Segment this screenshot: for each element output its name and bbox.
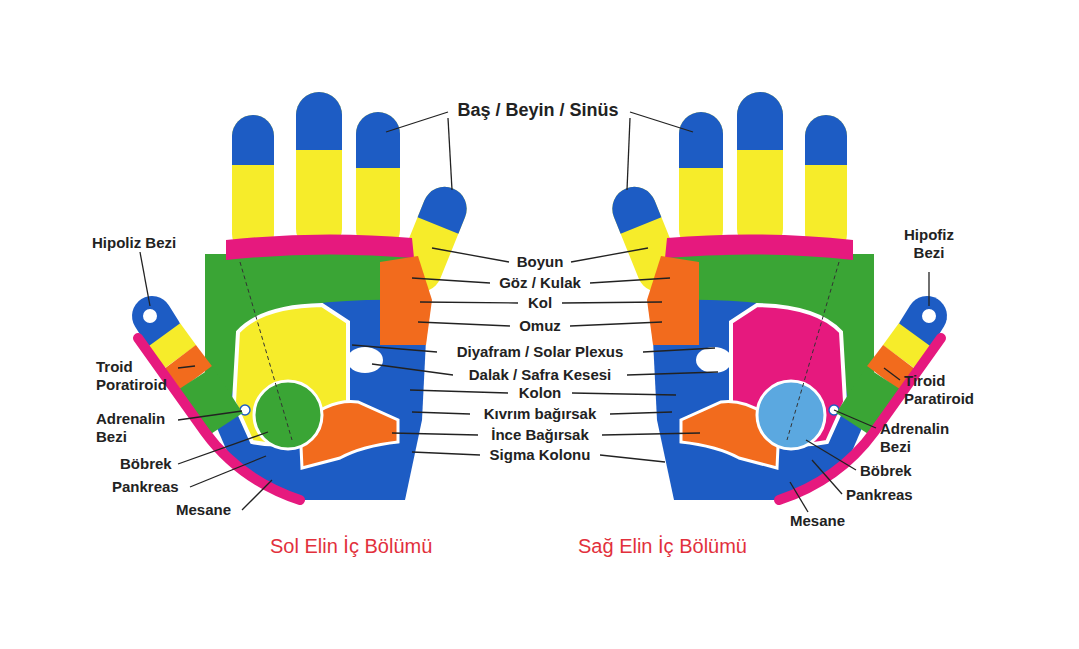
organ-label: Boyun (517, 253, 564, 271)
organ-label: Adrenalin Bezi (880, 420, 962, 456)
organ-label: Pankreas (846, 486, 913, 504)
leader-lines (140, 112, 929, 512)
organ-label: Böbrek (120, 455, 172, 473)
organ-label: Böbrek (860, 462, 912, 480)
organ-label: Omuz (519, 317, 561, 335)
organ-label: Troid Poratiroid (96, 358, 188, 394)
organ-label: Kıvrım bağırsak (484, 405, 597, 423)
organ-label: Diyafram / Solar Plexus (457, 343, 624, 361)
organ-label: Kol (528, 294, 552, 312)
organ-label: Hipoliz Bezi (92, 234, 176, 252)
organ-label: Adrenalin Bezi (96, 410, 178, 446)
organ-label: Mesane (790, 512, 845, 530)
organ-label: Sigma Kolonu (490, 446, 591, 464)
caption-label: Sağ Elin İç Bölümü (578, 534, 747, 558)
organ-label: Göz / Kulak (499, 274, 581, 292)
organ-label: Pankreas (112, 478, 179, 496)
organ-label: Mesane (176, 501, 231, 519)
organ-label: İnce Bağırsak (491, 426, 589, 444)
organ-label: Tiroid Paratiroid (904, 372, 996, 408)
organ-label: Baş / Beyin / Sinüs (457, 99, 618, 121)
organ-label: Kolon (519, 384, 562, 402)
organ-label: Hipofiz Bezi (889, 226, 969, 262)
organ-label: Dalak / Safra Kesesi (469, 366, 612, 384)
caption-label: Sol Elin İç Bölümü (270, 534, 432, 558)
